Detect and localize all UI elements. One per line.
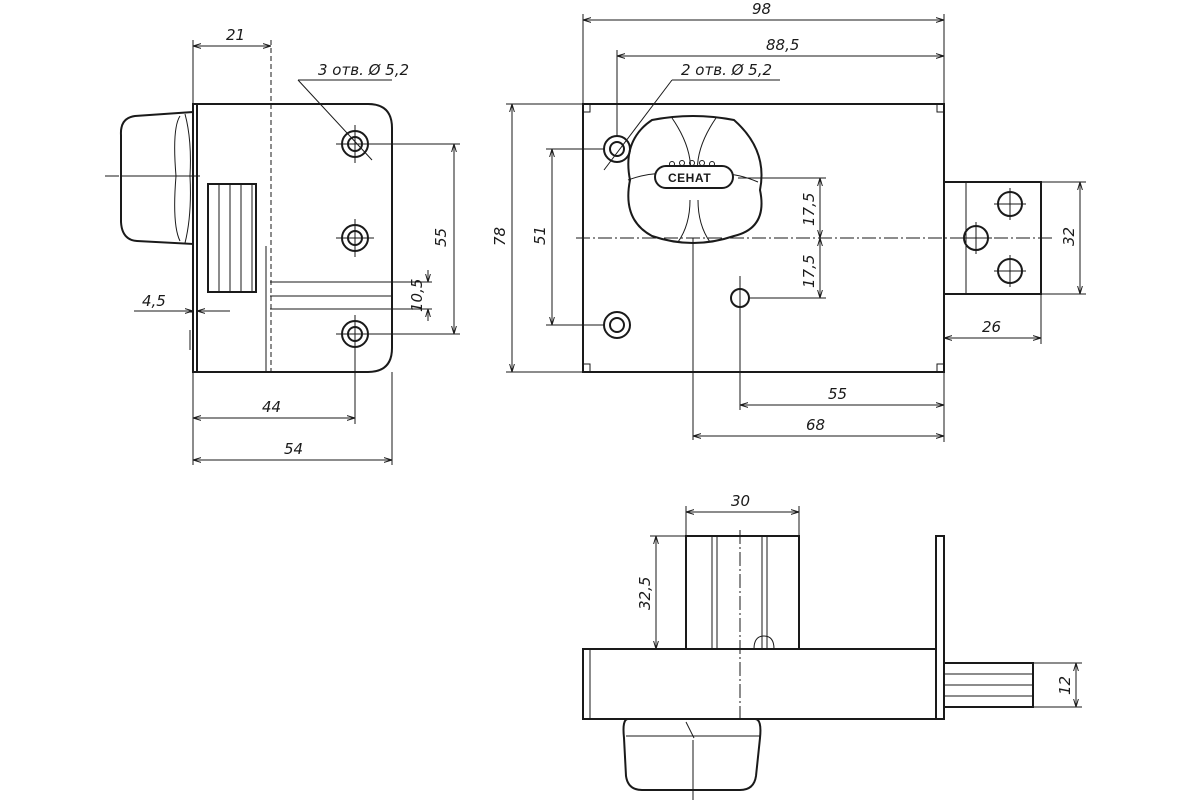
front-small-hole	[730, 276, 750, 410]
front-view: СЕНАТ	[491, 0, 1086, 442]
front-dim-88-5: 88,5	[766, 36, 799, 54]
top-cylinder-block	[685, 535, 800, 650]
side-dim-55: 55	[432, 228, 450, 247]
side-view: 21 3 отв. Ø 5,2 55 10,5 4,5 44 54	[105, 26, 460, 465]
front-cylinder-knob: СЕНАТ	[627, 115, 763, 244]
front-dim-78: 78	[491, 227, 509, 246]
top-dim-32-5: 32,5	[636, 577, 654, 610]
side-dim-4-5: 4,5	[142, 292, 166, 310]
front-dim-55: 55	[828, 385, 847, 403]
front-holes-note: 2 отв. Ø 5,2	[681, 61, 772, 79]
side-bolt-block	[207, 183, 257, 293]
top-flange	[935, 535, 945, 720]
side-mounting-hole-bottom	[336, 315, 374, 353]
front-dim-32: 32	[1060, 227, 1078, 246]
front-dim-51: 51	[531, 226, 549, 245]
top-base-plate	[582, 648, 937, 720]
brand-label: СЕНАТ	[668, 171, 711, 185]
side-housing	[192, 103, 393, 373]
front-mounting-hole-top	[603, 135, 631, 163]
side-mounting-hole-top	[336, 125, 374, 163]
front-mounting-hole-bottom	[603, 311, 631, 339]
front-dim-26: 26	[982, 318, 1001, 336]
side-dim-54: 54	[284, 440, 303, 458]
front-dim-17-5-top: 17,5	[800, 193, 818, 226]
front-bolt	[943, 181, 1042, 295]
front-dim-68: 68	[806, 416, 825, 434]
top-dim-30: 30	[731, 492, 750, 510]
side-dim-21: 21	[226, 26, 245, 44]
front-dim-17-5-bottom: 17,5	[800, 255, 818, 288]
top-view: 30 32,5 12	[582, 492, 1082, 800]
top-knob	[622, 718, 762, 800]
side-knob	[119, 110, 194, 246]
side-dim-10-5: 10,5	[408, 279, 426, 312]
top-bolt	[943, 662, 1034, 708]
side-holes-note: 3 отв. Ø 5,2	[318, 61, 409, 79]
top-dim-12: 12	[1056, 676, 1074, 695]
side-mounting-hole-middle	[336, 219, 374, 257]
front-dim-98: 98	[752, 0, 771, 18]
side-dim-44: 44	[262, 398, 281, 416]
